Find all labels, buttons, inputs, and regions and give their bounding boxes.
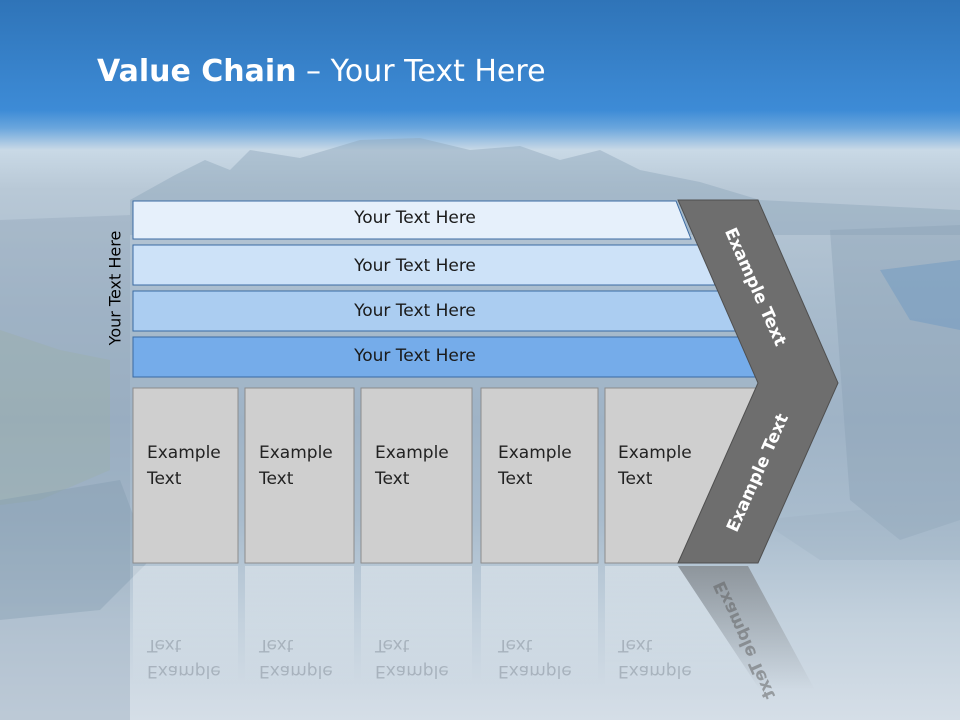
slide-title: Value Chain – Your Text Here: [97, 54, 546, 89]
row-label-1: Your Text Here: [354, 208, 476, 228]
row-label-3: Your Text Here: [354, 301, 476, 321]
activity-box-2: [244, 387, 355, 564]
row-label-4: Your Text Here: [354, 346, 476, 366]
reflection: [133, 566, 815, 690]
title-rest: – Your Text Here: [296, 54, 546, 89]
value-chevron: [677, 199, 839, 564]
chain-row-1: [132, 200, 692, 240]
row-label-2: Your Text Here: [354, 256, 476, 276]
title-bold: Value Chain: [97, 54, 297, 89]
activity-box-1: [132, 387, 239, 564]
activity-box-4: [480, 387, 599, 564]
activity-box-3: [360, 387, 473, 564]
